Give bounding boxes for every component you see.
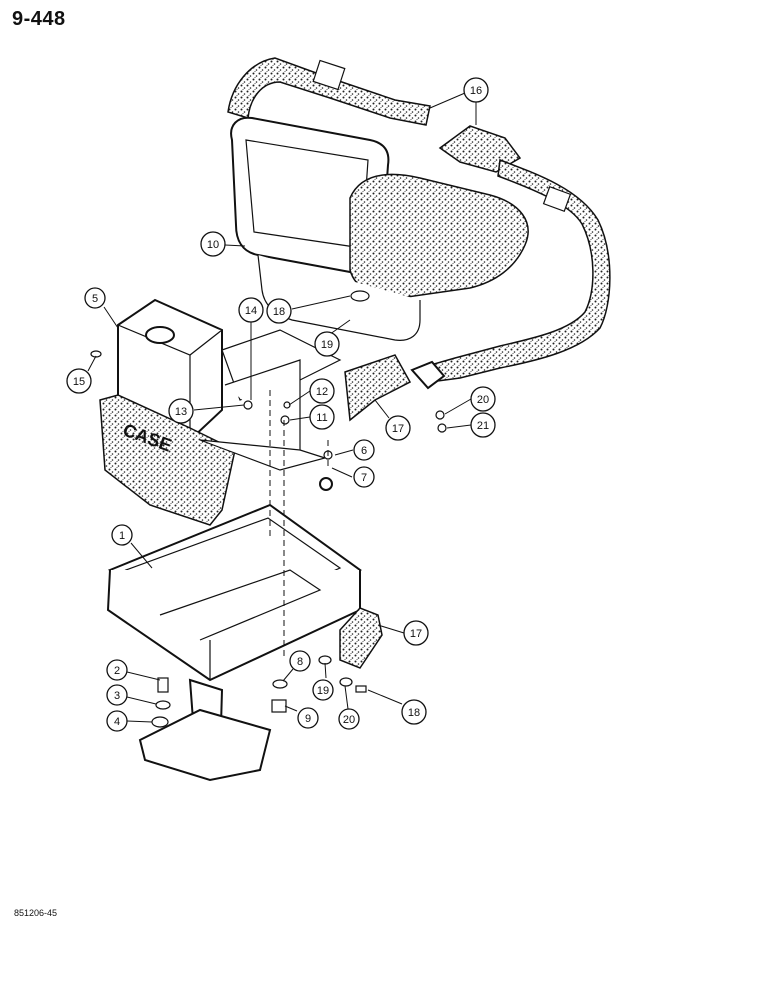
callout: 4 bbox=[106, 710, 128, 732]
callout: 11 bbox=[309, 404, 335, 430]
callout: 7 bbox=[353, 466, 375, 488]
callout: 9 bbox=[297, 707, 319, 729]
callout: 10 bbox=[200, 231, 226, 257]
svg-text:18: 18 bbox=[408, 707, 420, 719]
svg-text:13: 13 bbox=[175, 406, 187, 418]
figure-code: 851206-45 bbox=[14, 908, 58, 918]
svg-text:20: 20 bbox=[477, 394, 489, 406]
svg-text:17: 17 bbox=[410, 628, 422, 640]
svg-text:6: 6 bbox=[361, 445, 367, 457]
svg-text:20: 20 bbox=[343, 714, 355, 726]
callout: 15 bbox=[66, 368, 92, 394]
seat-suspension bbox=[106, 503, 362, 782]
callout: 1 bbox=[111, 524, 133, 546]
svg-text:18: 18 bbox=[273, 306, 285, 318]
assembly-lines bbox=[269, 390, 329, 660]
callout: 3 bbox=[106, 684, 128, 706]
seat-belt bbox=[227, 57, 611, 390]
svg-text:1: 1 bbox=[119, 530, 125, 542]
svg-text:5: 5 bbox=[92, 293, 98, 305]
callout: 20 bbox=[470, 386, 496, 412]
callout: 18 bbox=[266, 298, 292, 324]
svg-text:21: 21 bbox=[477, 420, 489, 432]
svg-text:11: 11 bbox=[316, 412, 327, 424]
svg-text:2: 2 bbox=[114, 665, 120, 677]
callout: 5 bbox=[84, 287, 106, 309]
control-console: CASE bbox=[99, 298, 236, 526]
callout: 17 bbox=[403, 620, 429, 646]
callout: 13 bbox=[168, 398, 194, 424]
callout: 17 bbox=[385, 415, 411, 441]
svg-text:8: 8 bbox=[297, 656, 303, 668]
callout: 20 bbox=[338, 708, 360, 730]
callout: 14 bbox=[238, 297, 264, 323]
callout: 8 bbox=[289, 650, 311, 672]
callout: 19 bbox=[312, 679, 334, 701]
svg-text:17: 17 bbox=[392, 423, 404, 435]
svg-text:12: 12 bbox=[316, 386, 328, 398]
callout: 19 bbox=[314, 331, 340, 357]
svg-text:9: 9 bbox=[305, 713, 311, 725]
callout-bubbles: 1 2 3 4 5 6 7 8 9 10 11 12 13 14 15 16 1… bbox=[66, 77, 496, 732]
svg-text:15: 15 bbox=[73, 376, 85, 388]
page-number: 9-448 bbox=[12, 8, 66, 30]
seat-assembly bbox=[230, 116, 529, 341]
svg-text:7: 7 bbox=[361, 472, 367, 484]
callout: 18 bbox=[401, 699, 427, 725]
hardware bbox=[90, 290, 447, 728]
callout: 12 bbox=[309, 378, 335, 404]
callout: 21 bbox=[470, 412, 496, 438]
svg-text:4: 4 bbox=[114, 716, 120, 728]
callout: 6 bbox=[353, 439, 375, 461]
svg-text:14: 14 bbox=[245, 305, 257, 317]
callout: 16 bbox=[463, 77, 489, 103]
svg-text:3: 3 bbox=[114, 690, 120, 702]
svg-text:19: 19 bbox=[321, 339, 333, 351]
leader-lines bbox=[87, 89, 477, 723]
svg-text:10: 10 bbox=[207, 239, 219, 251]
svg-text:16: 16 bbox=[470, 85, 482, 97]
svg-text:19: 19 bbox=[317, 685, 329, 697]
callout: 2 bbox=[106, 659, 128, 681]
